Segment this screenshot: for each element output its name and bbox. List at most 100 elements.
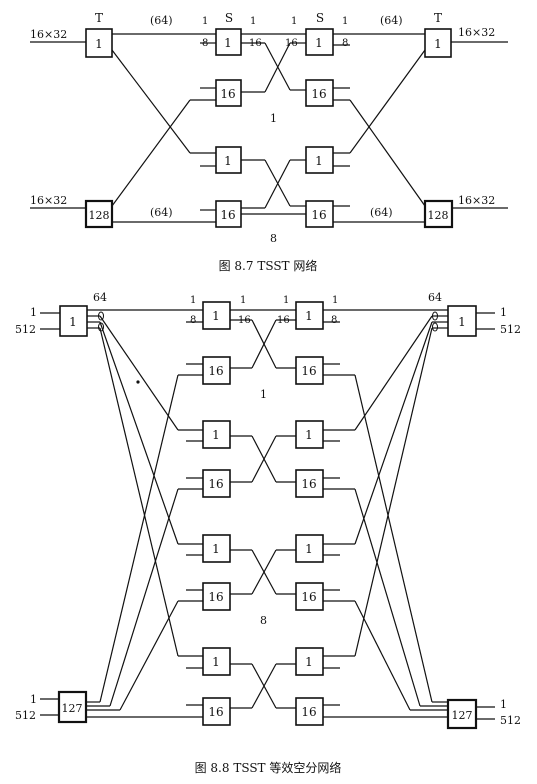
s-stage-label: 16 — [311, 208, 326, 222]
s-stage-box — [202, 697, 231, 726]
s-stage-label: 1 — [305, 655, 313, 669]
s-stage-label: 1 — [212, 655, 220, 669]
port-label: 16 — [238, 315, 251, 326]
fig2-labels: 1 512 1 512 1 512 1 512 64 64 1 1 1 1 8 … — [15, 291, 521, 727]
t-stage-label: 1 — [95, 37, 103, 51]
s-stage-label: 1 — [212, 428, 220, 442]
s-stage-label: 1 — [212, 309, 220, 323]
t-stage-box — [447, 305, 477, 337]
output-label: 512 — [500, 323, 521, 336]
output-label: 1 — [500, 698, 507, 711]
port-label: 8 — [202, 38, 208, 49]
s-stage-label: 16 — [208, 364, 223, 378]
t-stage-label: 128 — [89, 209, 110, 222]
s-stage-label: 16 — [208, 477, 223, 491]
input-label: 16×32 — [30, 194, 67, 207]
t-stage-box — [59, 305, 88, 337]
s-stage-box — [202, 469, 231, 498]
figure-caption: 图 8.7 TSST 网络 — [219, 258, 318, 273]
fig1-links — [30, 33, 508, 223]
port-label: 1 — [190, 295, 196, 306]
group-label: 8 — [270, 232, 277, 245]
s-stage-label: 1 — [315, 154, 323, 168]
s-stage-label: 16 — [220, 208, 235, 222]
t-stage-label: 127 — [452, 709, 473, 722]
s-stage-title: S — [225, 11, 233, 25]
port-label: 1 — [332, 295, 338, 306]
port-label: 1 — [202, 16, 208, 27]
t-stage-label: 128 — [428, 209, 449, 222]
port-label: 1 — [240, 295, 246, 306]
t-stage-label: 1 — [434, 37, 442, 51]
port-label: 1 — [250, 16, 256, 27]
input-label: 16×32 — [30, 28, 67, 41]
output-label: 16×32 — [458, 194, 495, 207]
input-label: 512 — [15, 709, 36, 722]
s-stage-label: 16 — [301, 477, 316, 491]
input-label: 512 — [15, 323, 36, 336]
s-stage-label: 16 — [301, 590, 316, 604]
s-stage-label: 1 — [305, 542, 313, 556]
fig2-group-marks — [98, 311, 438, 384]
link-capacity-label: (64) — [150, 206, 173, 219]
t-stage-box — [85, 28, 113, 58]
s-stage-box — [305, 79, 334, 107]
port-label: 8 — [342, 38, 348, 49]
t-stage-box — [84, 199, 114, 229]
s-stage-label: 16 — [208, 590, 223, 604]
s-stage-box — [202, 420, 231, 449]
s-stage-label: 1 — [305, 309, 313, 323]
s-stage-title: S — [316, 11, 324, 25]
s-stage-label: 1 — [305, 428, 313, 442]
s-stage-box — [202, 647, 231, 676]
s-stage-label: 16 — [220, 87, 235, 101]
s-stage-label: 16 — [311, 87, 326, 101]
output-label: 16×32 — [458, 26, 495, 39]
s-stage-box — [305, 146, 334, 174]
link-capacity-label: (64) — [370, 206, 393, 219]
group-size-label: 64 — [93, 291, 107, 304]
port-label: 8 — [190, 315, 196, 326]
s-stage-box — [202, 301, 231, 330]
s-stage-box — [215, 79, 242, 107]
s-stage-box — [202, 534, 231, 563]
figure-8-7: 1 128 1 1 16 16 1 1 16 16 1 128 — [30, 11, 508, 273]
t-stage-label: 127 — [62, 702, 83, 715]
s-stage-box — [202, 582, 231, 611]
fig1-labels: T S S T 16×32 16×32 16×32 16×32 (64) (64… — [30, 11, 495, 245]
s-stage-label: 1 — [224, 154, 232, 168]
t-stage-box — [446, 698, 478, 730]
t-stage-box — [423, 199, 454, 229]
t-stage-label: 1 — [458, 315, 466, 329]
s-stage-box — [295, 697, 324, 726]
s-stage-box — [202, 356, 231, 385]
figure-8-8: 1 127 1 127 1 1 16 16 1 1 16 16 — [15, 291, 521, 775]
s-stage-box — [305, 200, 334, 228]
s-stage-label: 16 — [301, 364, 316, 378]
s-stage-box — [305, 28, 334, 56]
fig2-links — [40, 309, 495, 720]
s-stage-box — [215, 200, 242, 228]
t-stage-title: T — [95, 11, 103, 25]
t-stage-label: 1 — [69, 315, 77, 329]
s-stage-box — [215, 146, 242, 174]
link-capacity-label: (64) — [150, 14, 173, 27]
port-label: 1 — [283, 295, 289, 306]
port-label: 8 — [331, 315, 337, 326]
s-stage-box — [295, 469, 324, 498]
s-stage-label: 1 — [315, 36, 323, 50]
port-label: 16 — [285, 38, 298, 49]
t-stage-title: T — [434, 11, 442, 25]
s-stage-label: 16 — [301, 705, 316, 719]
group-label: 1 — [260, 388, 267, 401]
figure-caption: 图 8.8 TSST 等效空分网络 — [195, 760, 342, 775]
s-stage-label: 16 — [208, 705, 223, 719]
input-label: 1 — [30, 693, 37, 706]
port-label: 16 — [249, 38, 262, 49]
fig1-switch-boxes: 1 128 1 1 16 16 1 1 16 16 1 128 — [84, 28, 454, 229]
s-stage-label: 1 — [212, 542, 220, 556]
s-stage-box — [215, 28, 242, 56]
link-capacity-label: (64) — [380, 14, 403, 27]
